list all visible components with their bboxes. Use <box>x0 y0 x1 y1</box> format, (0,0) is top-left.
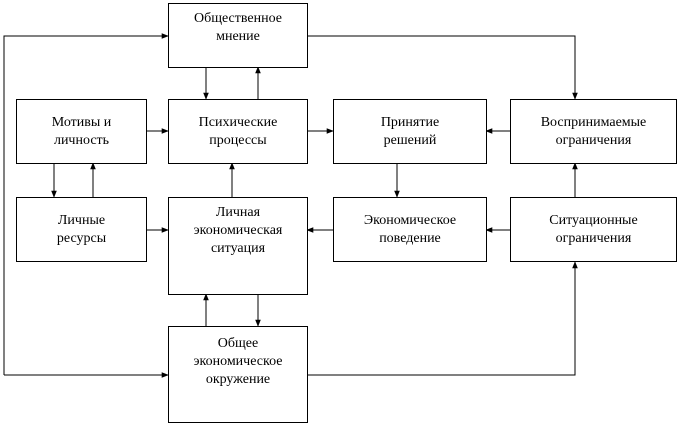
arrow-opinion-to-perceived <box>307 35 578 100</box>
arrow-loop-to-opinion <box>3 33 169 375</box>
node-perceived-constraints: Воспринимаемые ограничения <box>510 99 677 164</box>
node-decision-making: Принятие решений <box>333 99 487 164</box>
node-personal-economic-situation: Личная экономическая ситуация <box>168 197 308 295</box>
node-personal-resources: Личные ресурсы <box>16 197 147 262</box>
node-mental-processes: Психические процессы <box>168 99 308 164</box>
arrow-environment-to-situational <box>307 261 578 376</box>
node-motives-personality: Мотивы и личность <box>16 99 147 164</box>
node-public-opinion: Общественное мнение <box>168 3 308 68</box>
node-economic-behavior: Экономическое поведение <box>333 197 487 262</box>
node-general-economic-environment: Общее экономическое окружение <box>168 326 308 423</box>
node-situational-constraints: Ситуационные ограничения <box>510 197 677 262</box>
